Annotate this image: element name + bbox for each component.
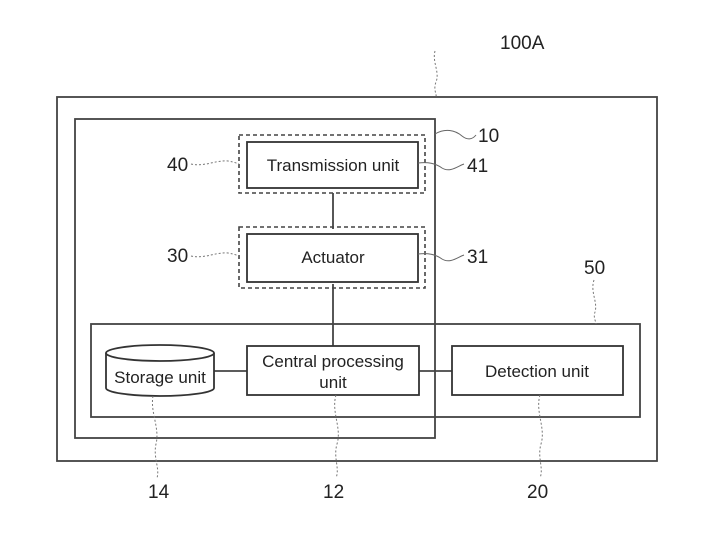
storage-unit-label: Storage unit [114,368,206,387]
transmission-unit-block [246,141,419,189]
leader-41 [417,162,465,171]
ref-20: 20 [527,482,548,503]
leader-30 [190,252,240,258]
leader-14 [151,395,159,479]
storage-unit-block [105,344,215,397]
ref-40: 40 [167,155,188,176]
ref-100a: 100A [500,33,545,54]
leader-100a [433,50,438,98]
housing-frame [74,118,436,439]
leader-40 [190,160,240,166]
actuator-label: Actuator [301,248,365,267]
transmission-unit-label: Transmission unit [267,156,400,175]
leader-12 [334,394,339,479]
detection-unit-label: Detection unit [485,362,589,381]
cpu-block [246,345,420,396]
ref-10: 10 [478,126,499,147]
detection-unit-block [451,345,624,396]
actuator-group-outline [238,226,426,289]
leader-20 [538,394,543,479]
ref-41: 41 [467,156,488,177]
device-frame [56,96,658,462]
actuator-block [246,233,419,283]
ref-50: 50 [584,258,605,279]
cpu-label-line2: unit [319,373,347,392]
ref-14: 14 [148,482,170,503]
leader-50 [592,279,597,325]
ref-30: 30 [167,246,188,267]
cpu-label-line1: Central processing [262,352,404,371]
leader-10 [434,129,477,140]
ref-12: 12 [323,482,344,503]
control-board-frame [90,323,641,418]
ref-31: 31 [467,247,488,268]
leader-31 [417,253,465,262]
